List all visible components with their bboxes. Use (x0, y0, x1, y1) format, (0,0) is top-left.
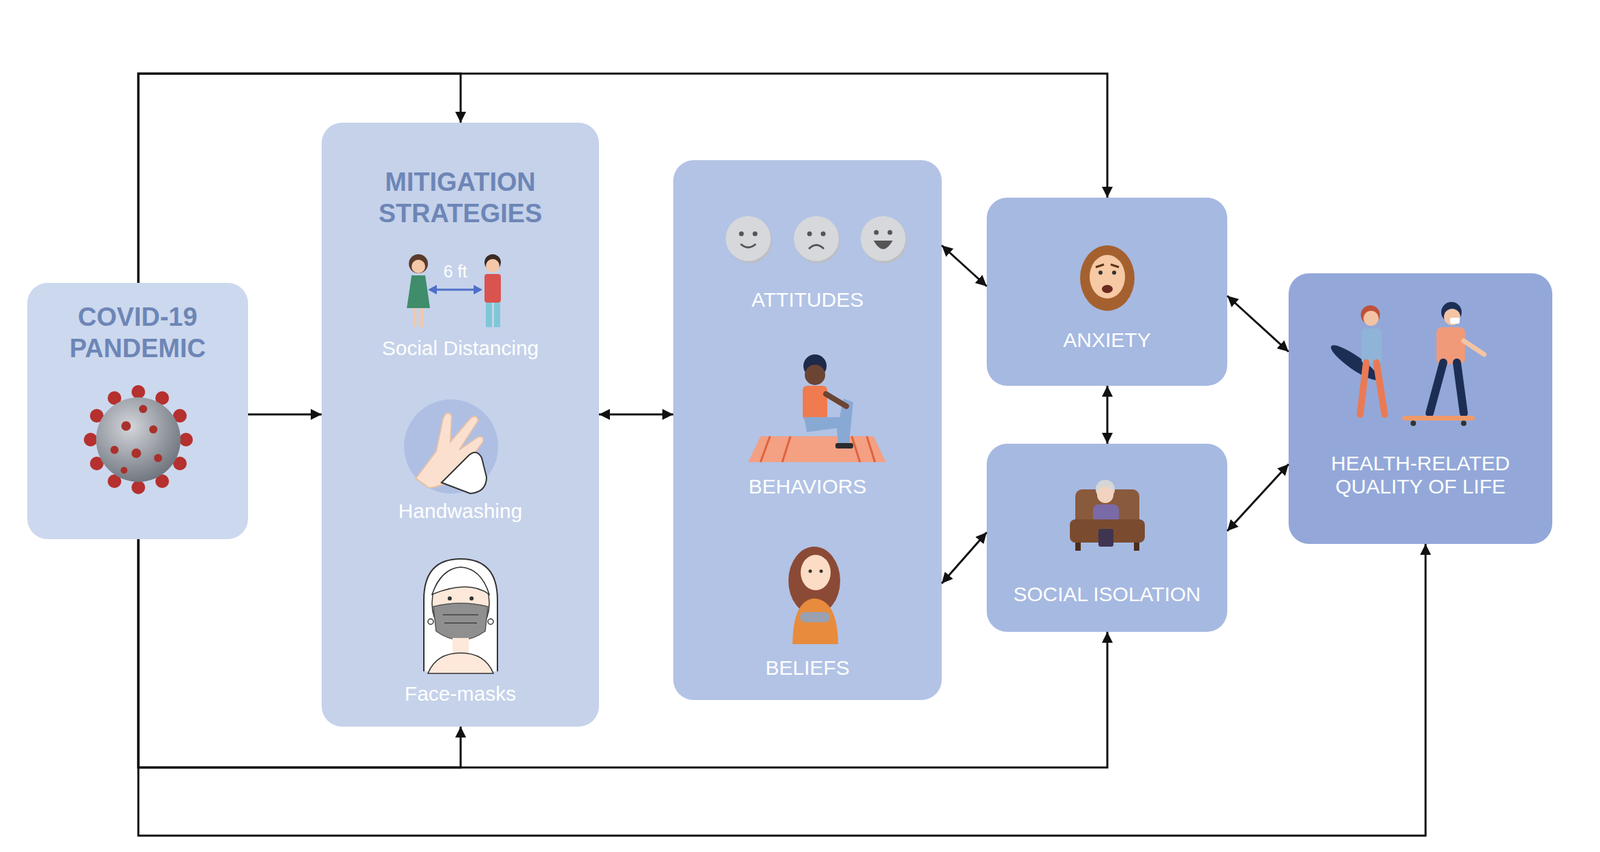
connector-arrow (1227, 464, 1289, 531)
box-label: HEALTH-RELATED QUALITY OF LIFE (1315, 451, 1526, 499)
box-label: Handwashing (321, 498, 599, 524)
connector-arrow (138, 73, 1108, 283)
box-heading: COVID-19 PANDEMIC (27, 301, 249, 364)
connector-arrow (598, 413, 674, 416)
dimension-label: 6 ft (427, 260, 483, 282)
connector-arrow (941, 532, 987, 584)
box-label: ANXIETY (986, 327, 1228, 353)
connector-arrow (248, 413, 322, 416)
connector-arrow (1106, 385, 1109, 444)
process-box: SOCIAL ISOLATION (986, 443, 1228, 632)
box-label: Face-masks (321, 681, 599, 706)
box-heading: MITIGATION STRATEGIES (348, 166, 572, 229)
process-box: HEALTH-RELATED QUALITY OF LIFE (1288, 273, 1553, 544)
connector-arrow (138, 539, 1108, 768)
box-label: BELIEFS (673, 655, 942, 681)
connector-arrow (941, 245, 987, 287)
process-box: COVID-19 PANDEMIC (27, 282, 249, 540)
process-box: MITIGATION STRATEGIES Social DistancingHa… (321, 122, 599, 727)
box-label: SOCIAL ISOLATION (986, 581, 1228, 607)
process-box: ATTITUDES BEHAVIORS BELIEFS (673, 160, 942, 700)
connector-arrow (1227, 295, 1289, 352)
process-box: ANXIETY (986, 197, 1228, 386)
box-label: Social Distancing (321, 335, 599, 361)
box-label: ATTITUDES (673, 287, 942, 313)
box-label: BEHAVIORS (673, 474, 942, 499)
